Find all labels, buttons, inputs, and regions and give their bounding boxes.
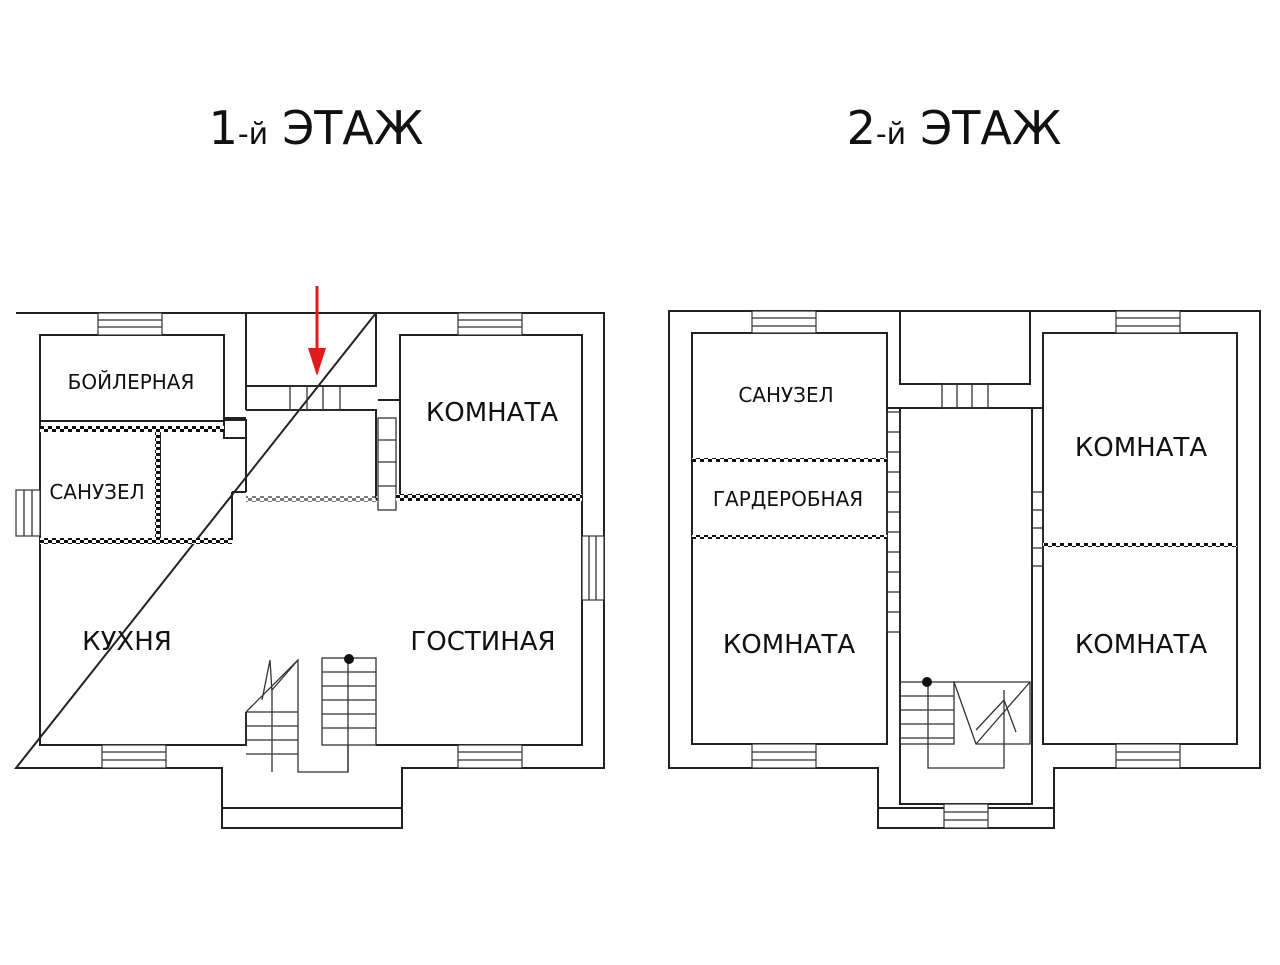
floor-2-plan: САНУЗЕЛ ГАРДЕРОБНАЯ КОМНАТА КОМНАТА КОМН… — [668, 310, 1261, 829]
label-boiler-room: БОЙЛЕРНАЯ — [68, 370, 195, 394]
floor-1-staircase — [245, 654, 377, 773]
label-bathroom-2: САНУЗЕЛ — [738, 383, 833, 407]
label-room-2-left: КОМНАТА — [723, 630, 856, 660]
entrance-arrow-icon — [308, 286, 326, 376]
floor-1-plan: БОЙЛЕРНАЯ САНУЗЕЛ КОМНАТА КУХНЯ ГОСТИНАЯ — [13, 286, 605, 829]
label-room-2-right-bottom: КОМНАТА — [1075, 630, 1208, 660]
label-living-room: ГОСТИНАЯ — [410, 627, 555, 657]
label-kitchen: КУХНЯ — [82, 627, 172, 657]
floor-2-staircase — [899, 677, 1031, 769]
label-wardrobe: ГАРДЕРОБНАЯ — [713, 487, 863, 511]
label-room-2-right-top: КОМНАТА — [1075, 433, 1208, 463]
label-room-1: КОМНАТА — [426, 398, 559, 428]
label-bathroom-1: САНУЗЕЛ — [49, 480, 144, 504]
